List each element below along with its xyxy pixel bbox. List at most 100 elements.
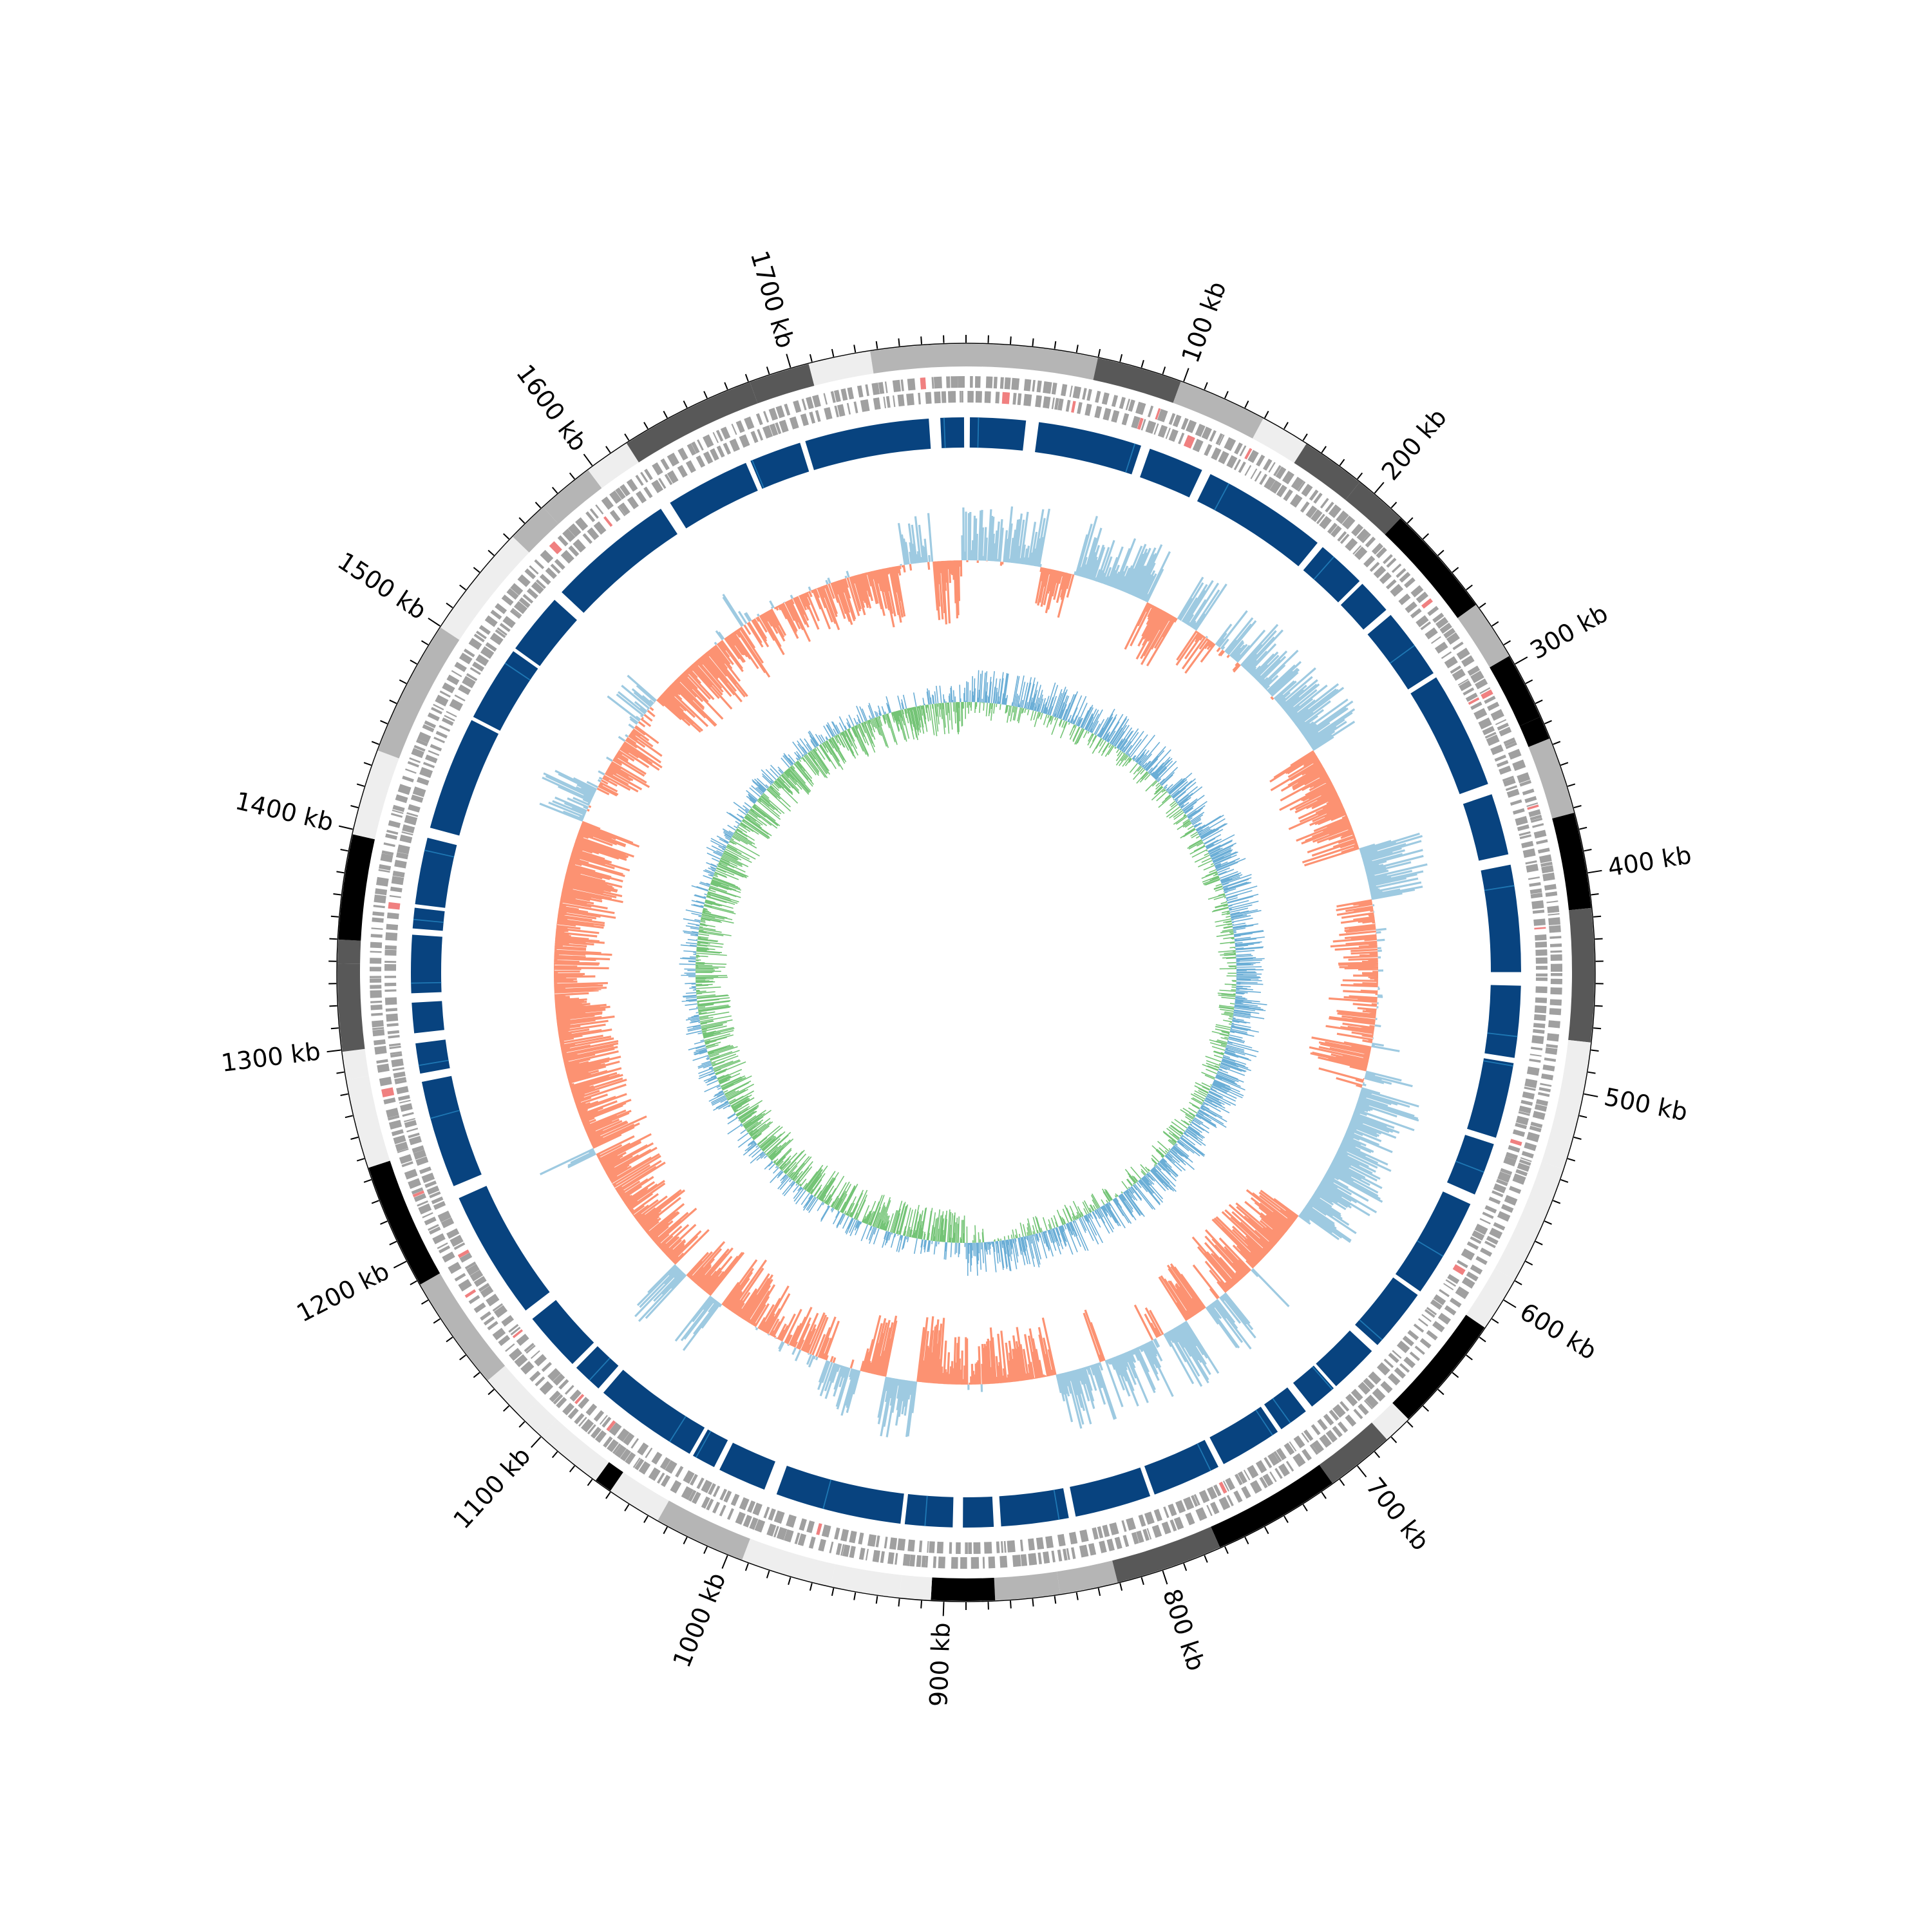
- cds-feature: [1264, 477, 1276, 490]
- cds-feature: [394, 860, 407, 869]
- cds-feature: [415, 739, 428, 747]
- cds-feature: [1353, 1408, 1363, 1419]
- cds-feature: [1528, 876, 1540, 880]
- cds-feature: [1530, 888, 1542, 895]
- cds-feature: [405, 768, 417, 774]
- cds-track: [370, 376, 1562, 1569]
- blast-hit-variant: [419, 1059, 449, 1066]
- cds-feature: [1515, 816, 1528, 826]
- cds-feature: [1402, 1335, 1414, 1347]
- contig-segment: [1057, 1560, 1118, 1594]
- cds-feature: [1371, 543, 1383, 555]
- contig-segment: [1490, 656, 1540, 726]
- cds-feature: [970, 376, 973, 388]
- cds-feature: [1456, 647, 1470, 660]
- cds-feature: [840, 388, 848, 401]
- cds-feature: [372, 1027, 384, 1030]
- contig-segment: [541, 1419, 609, 1481]
- cds-feature: [1512, 1129, 1526, 1137]
- cds-feature: [370, 990, 382, 998]
- cds-feature: [562, 1403, 575, 1416]
- cds-feature: [1499, 726, 1512, 737]
- cds-feature: [681, 1486, 694, 1501]
- blast-hit-variant: [1484, 885, 1515, 891]
- contig-segment: [994, 1571, 1061, 1600]
- cds-feature: [540, 549, 554, 564]
- cds-feature: [1535, 973, 1548, 977]
- cds-feature: [1356, 528, 1370, 542]
- cds-feature: [568, 545, 580, 557]
- blast-hit: [1197, 474, 1318, 567]
- contig-segment: [595, 1462, 623, 1491]
- cds-feature: [1062, 1548, 1068, 1561]
- cds-feature: [1505, 785, 1518, 791]
- cds-feature: [404, 1169, 418, 1180]
- cds-feature: [1365, 1394, 1379, 1408]
- cds-feature: [865, 1549, 869, 1561]
- cds-feature: [374, 1039, 386, 1046]
- cds-feature: [1332, 1425, 1343, 1438]
- cds-feature: [1421, 598, 1434, 609]
- cds-feature: [545, 567, 557, 580]
- cds-feature: [541, 1361, 552, 1372]
- cds-feature: [1274, 1468, 1283, 1479]
- cds-feature: [384, 982, 397, 987]
- cds-feature: [374, 895, 386, 904]
- contig-segment: [1173, 381, 1264, 439]
- cds-feature: [388, 902, 401, 910]
- cds-feature: [393, 1135, 406, 1144]
- cds-feature: [1524, 795, 1537, 803]
- cds-feature: [406, 1128, 419, 1133]
- cds-feature: [599, 1415, 608, 1425]
- cds-feature: [909, 1554, 916, 1567]
- cds-feature: [1079, 1544, 1089, 1558]
- cds-feature: [370, 976, 382, 978]
- contig-segment: [1294, 444, 1360, 500]
- cds-feature: [1218, 451, 1229, 464]
- cds-feature: [1535, 957, 1548, 964]
- cds-feature: [1521, 840, 1534, 849]
- cds-feature: [1533, 1014, 1546, 1021]
- cds-feature: [390, 1051, 402, 1055]
- cds-feature: [623, 1432, 635, 1446]
- cds-feature: [729, 439, 741, 452]
- cds-feature: [949, 1542, 952, 1554]
- cds-feature: [768, 1508, 776, 1521]
- cds-feature: [390, 1053, 402, 1058]
- cds-feature: [1470, 670, 1484, 683]
- contig-segment: [588, 443, 639, 488]
- blast-hit: [1410, 677, 1488, 795]
- cds-feature: [1517, 824, 1530, 831]
- cds-feature: [1501, 1204, 1514, 1213]
- cds-feature: [1533, 1023, 1546, 1028]
- cds-feature: [1128, 399, 1135, 412]
- cds-feature: [499, 623, 511, 632]
- cds-feature: [1247, 450, 1259, 464]
- blast-hit: [1070, 1467, 1151, 1517]
- blast-hit-variant: [1272, 1397, 1291, 1424]
- blast-hit-variant: [1359, 1319, 1383, 1341]
- blast-track: [411, 417, 1521, 1528]
- contig-segment: [1541, 1039, 1591, 1170]
- cds-feature: [391, 1129, 404, 1137]
- gc-skew-negative: [695, 701, 1237, 1244]
- cds-feature: [1493, 1183, 1506, 1194]
- blast-hit: [1303, 547, 1360, 603]
- contig-segment: [750, 364, 815, 404]
- cds-feature: [1209, 430, 1217, 442]
- cds-feature: [808, 1536, 816, 1549]
- cds-feature: [1157, 424, 1168, 438]
- cds-feature: [408, 804, 421, 813]
- cds-feature: [1515, 1115, 1530, 1126]
- cds-feature: [388, 1115, 400, 1121]
- cds-feature: [1537, 848, 1550, 854]
- cds-feature: [746, 1500, 756, 1513]
- cds-feature: [1545, 1047, 1558, 1055]
- cds-feature: [431, 1196, 444, 1205]
- cds-feature: [547, 1368, 561, 1382]
- cds-feature: [1520, 1099, 1533, 1106]
- cds-feature: [1534, 927, 1546, 930]
- cds-feature: [1086, 388, 1092, 401]
- cds-feature: [393, 1071, 406, 1079]
- cds-feature: [1225, 1477, 1235, 1491]
